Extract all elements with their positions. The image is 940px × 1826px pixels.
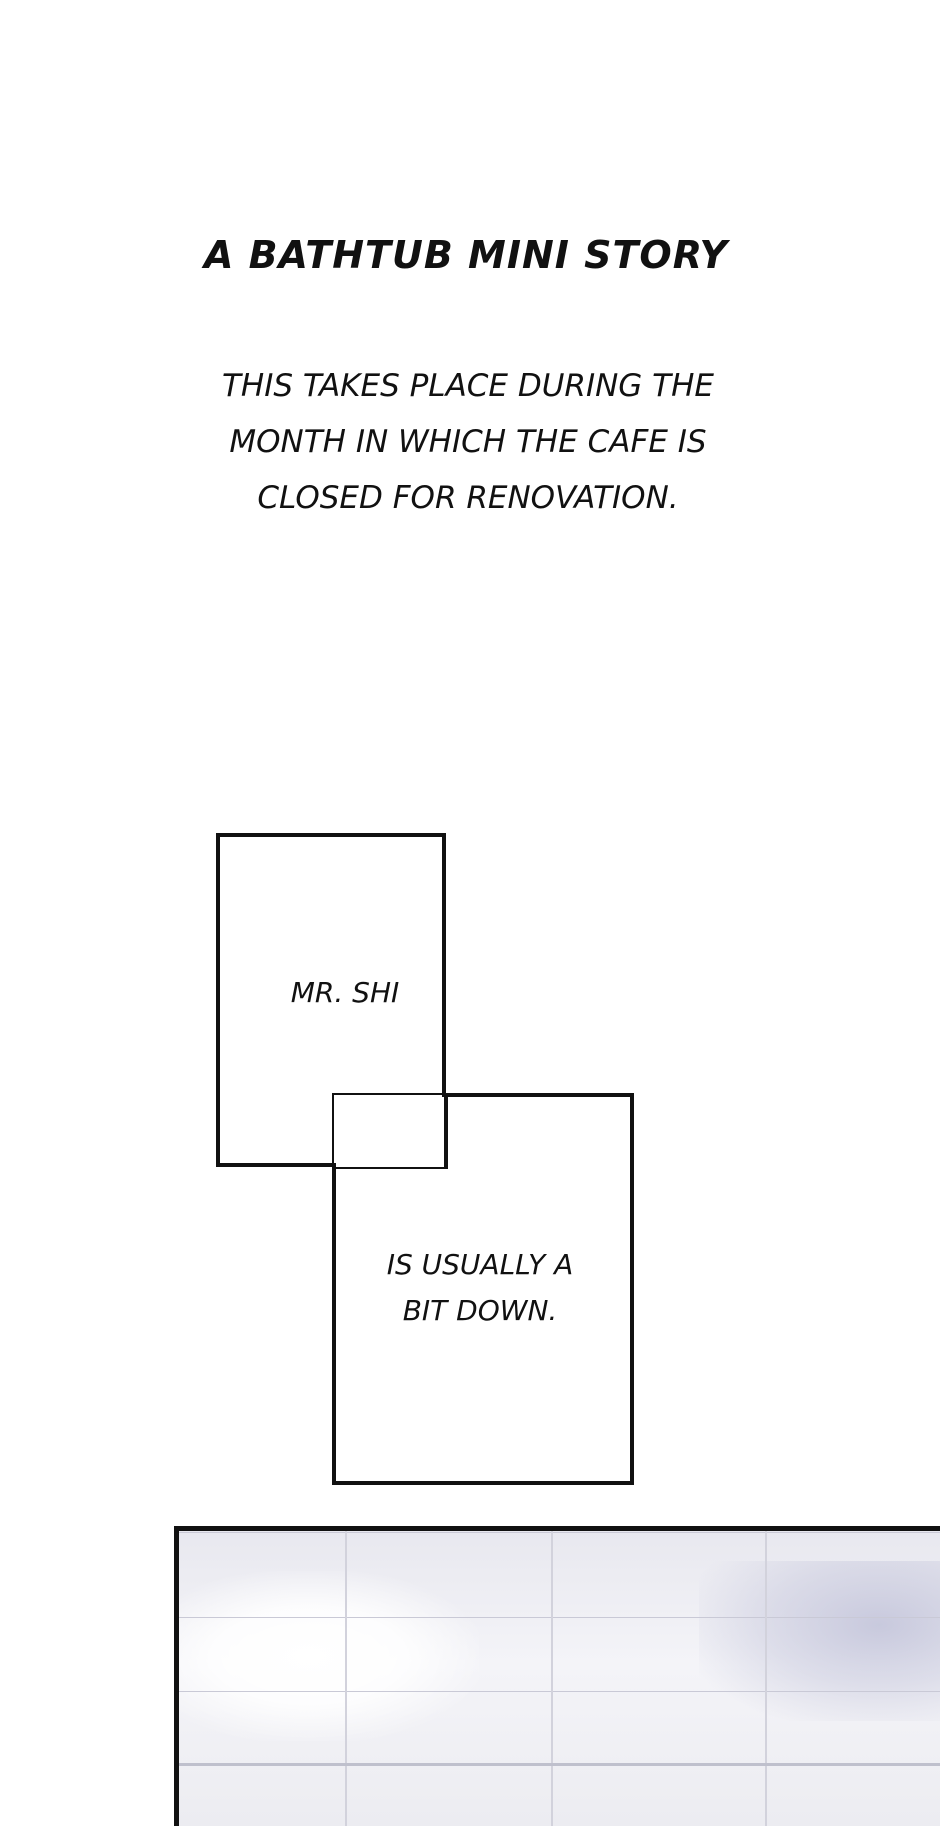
caption-first: MR. SHI <box>250 970 440 1016</box>
intro-line: MONTH IN WHICH THE CAFE IS <box>229 424 707 460</box>
tile-line <box>179 1532 940 1533</box>
caption-line: IS USUALLY A <box>386 1248 574 1281</box>
bathtub-rim <box>179 1763 940 1766</box>
intro-line: THIS TAKES PLACE DURING THE <box>221 368 715 404</box>
tile-line <box>179 1691 940 1692</box>
caption-line: MR. SHI <box>290 976 400 1009</box>
bathroom-art-panel <box>174 1526 940 1826</box>
tile-line <box>345 1531 347 1826</box>
tile-line <box>179 1617 940 1618</box>
caption-line: BIT DOWN. <box>402 1294 558 1327</box>
caption-box-outline <box>216 833 634 1485</box>
light-glow <box>179 1571 479 1741</box>
intro-line: CLOSED FOR RENOVATION. <box>257 480 679 516</box>
tile-line <box>551 1531 553 1826</box>
tile-line <box>765 1531 767 1826</box>
caption-second: IS USUALLY A BIT DOWN. <box>360 1242 600 1334</box>
steam-shade <box>699 1561 940 1721</box>
story-title: A BATHTUB MINI STORY <box>203 233 729 277</box>
caption-box-join <box>334 1095 444 1167</box>
intro-text: THIS TAKES PLACE DURING THE MONTH IN WHI… <box>0 358 938 526</box>
